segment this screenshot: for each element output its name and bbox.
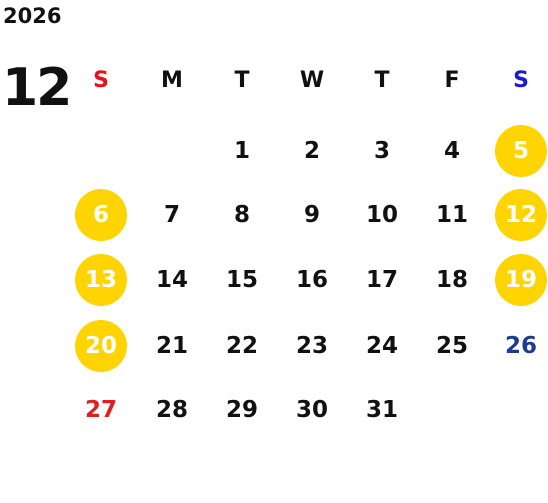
day-number: 4 bbox=[443, 138, 460, 164]
day-cell: 2 bbox=[285, 124, 339, 178]
day-cell: 6 bbox=[74, 188, 128, 242]
day-number: 31 bbox=[365, 397, 398, 423]
weekday-header: T bbox=[234, 67, 250, 93]
day-number: 16 bbox=[295, 267, 328, 293]
day-cell: 22 bbox=[215, 319, 269, 373]
day-cell: 11 bbox=[425, 188, 479, 242]
weekday-header: M bbox=[161, 67, 183, 93]
day-cell: 4 bbox=[425, 124, 479, 178]
month-number: 12 bbox=[2, 58, 72, 118]
day-number: 6 bbox=[92, 202, 109, 228]
day-number: 9 bbox=[303, 202, 320, 228]
day-cell: 15 bbox=[215, 253, 269, 307]
day-number: 30 bbox=[295, 397, 328, 423]
day-cell: 25 bbox=[425, 319, 479, 373]
day-number: 27 bbox=[84, 397, 117, 423]
day-cell: 19 bbox=[494, 253, 548, 307]
day-cell: 12 bbox=[494, 188, 548, 242]
day-cell: 9 bbox=[285, 188, 339, 242]
day-cell: 14 bbox=[145, 253, 199, 307]
day-cell: 13 bbox=[74, 253, 128, 307]
day-cell: 21 bbox=[145, 319, 199, 373]
day-cell: 27 bbox=[74, 383, 128, 437]
day-cell: 31 bbox=[355, 383, 409, 437]
day-number: 11 bbox=[435, 202, 468, 228]
day-cell: 24 bbox=[355, 319, 409, 373]
weekday-header: F bbox=[444, 67, 460, 93]
day-cell: 23 bbox=[285, 319, 339, 373]
day-number: 12 bbox=[504, 202, 537, 228]
weekday-header: S bbox=[513, 67, 529, 93]
day-cell: 16 bbox=[285, 253, 339, 307]
day-number: 3 bbox=[373, 138, 390, 164]
day-cell: 10 bbox=[355, 188, 409, 242]
day-cell: 1 bbox=[215, 124, 269, 178]
day-number: 15 bbox=[225, 267, 258, 293]
weekday-header: W bbox=[299, 67, 325, 93]
day-number: 23 bbox=[295, 333, 328, 359]
day-number: 14 bbox=[155, 267, 188, 293]
weekday-header: S bbox=[93, 67, 109, 93]
day-number: 20 bbox=[84, 333, 117, 359]
day-number: 29 bbox=[225, 397, 258, 423]
day-cell: 26 bbox=[494, 319, 548, 373]
day-number: 22 bbox=[225, 333, 258, 359]
day-cell: 5 bbox=[494, 124, 548, 178]
day-number: 17 bbox=[365, 267, 398, 293]
day-cell: 3 bbox=[355, 124, 409, 178]
day-number: 13 bbox=[84, 267, 117, 293]
day-cell: 18 bbox=[425, 253, 479, 307]
day-number: 2 bbox=[303, 138, 320, 164]
year-label: 2026 bbox=[3, 4, 62, 28]
day-cell: 20 bbox=[74, 319, 128, 373]
day-cell: 17 bbox=[355, 253, 409, 307]
day-number: 25 bbox=[435, 333, 468, 359]
day-cell: 30 bbox=[285, 383, 339, 437]
day-cell: 7 bbox=[145, 188, 199, 242]
day-cell: 29 bbox=[215, 383, 269, 437]
day-number: 19 bbox=[504, 267, 537, 293]
day-cell: 8 bbox=[215, 188, 269, 242]
day-number: 1 bbox=[233, 138, 250, 164]
day-number: 5 bbox=[512, 138, 529, 164]
day-number: 18 bbox=[435, 267, 468, 293]
day-cell: 28 bbox=[145, 383, 199, 437]
weekday-header: T bbox=[374, 67, 390, 93]
day-number: 24 bbox=[365, 333, 398, 359]
day-number: 26 bbox=[504, 333, 537, 359]
day-number: 28 bbox=[155, 397, 188, 423]
day-number: 10 bbox=[365, 202, 398, 228]
day-number: 7 bbox=[163, 202, 180, 228]
day-number: 8 bbox=[233, 202, 250, 228]
day-number: 21 bbox=[155, 333, 188, 359]
